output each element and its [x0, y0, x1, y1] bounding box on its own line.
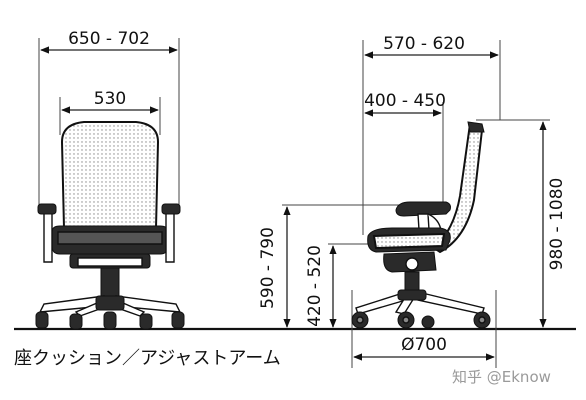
- dim-seat-depth-label: 400 - 450: [364, 91, 446, 111]
- watermark: 知乎 @Eknow: [452, 368, 551, 386]
- dim-overall-depth-label: 570 - 620: [383, 34, 465, 54]
- front-view-chair: [35, 38, 185, 330]
- diagram-caption: 座クッション／アジャストアーム: [14, 348, 281, 369]
- dim-overall-height-label: 980 - 1080: [547, 178, 567, 271]
- side-view-chair: [282, 40, 550, 368]
- dim-armrest-height-label: 590 - 790: [258, 227, 278, 309]
- dim-overall-width-label: 650 - 702: [68, 29, 150, 49]
- dim-base-diameter-label: Ø700: [401, 335, 447, 355]
- dim-seat-height-label: 420 - 520: [305, 245, 325, 327]
- dim-seat-width-label: 530: [94, 89, 126, 109]
